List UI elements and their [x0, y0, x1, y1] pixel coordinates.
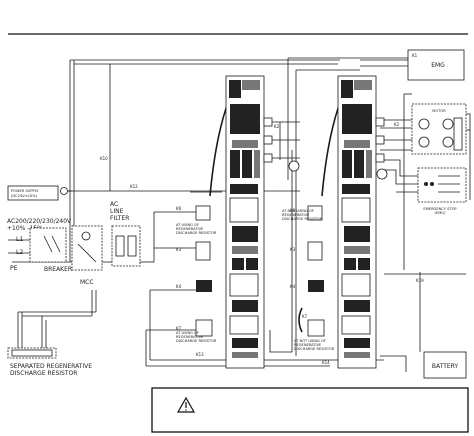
motor-panel: MOTOR — [411, 103, 467, 155]
regen-resistor-line1: SEPARATED REGENERATIVE — [10, 363, 92, 370]
note-using-regen-1-l3: DISCHARGE RESISTOR — [176, 231, 217, 235]
breaker-label: BREAKER — [44, 266, 72, 273]
note-using-regen-2-l2: REGENERATIVE — [176, 335, 204, 339]
power-supply: POWER SUPPLY (DC24V±10%) — [7, 185, 68, 201]
cable-k2: K2 — [274, 124, 280, 129]
ac-input-line2: +10% -15% — [7, 225, 43, 232]
ac-line-filter: AC LINE FILTER — [110, 201, 141, 267]
cable-k7-unit2: K7 — [302, 314, 308, 319]
emg-box: EMG — [407, 49, 465, 81]
power-supply-line1: POWER SUPPLY — [11, 189, 39, 193]
cable-k13: K13 — [196, 352, 204, 357]
cable-k12: K12 — [130, 184, 138, 189]
note-using-regen-1-l1: AT USING OF — [176, 223, 199, 227]
breaker-mcc: L1 L2 PE BREAKER MCC — [10, 225, 103, 286]
servo-drive-unit-2 — [337, 75, 377, 369]
emergency-stop-line1: EMERGENCY STOP — [423, 207, 457, 211]
regen-notes: AT USING OF REGENERATIVE DISCHARGE RESIS… — [176, 209, 335, 351]
emergency-stop-label: EMERGENCY STOP — [423, 207, 457, 211]
emg-label: EMG — [431, 62, 445, 69]
cable-k4: K4 — [176, 284, 182, 289]
ac-line-filter-line3: FILTER — [110, 215, 129, 222]
cable-k3-unit2: K3 — [290, 247, 296, 252]
warning-box — [151, 387, 469, 433]
cable-k2-unit2: K2 — [394, 122, 400, 127]
unit-2-connectors — [298, 117, 388, 337]
emergency-stop-panel: EMERGENCY STOP (EMG) — [417, 167, 467, 215]
cable-k1: K1 — [412, 53, 418, 58]
servo-drive-unit-1 — [225, 75, 265, 369]
warning-triangle-icon — [176, 396, 196, 413]
l2-label: L2 — [16, 249, 23, 256]
pe-label: PE — [10, 265, 18, 272]
ac-line-filter-line2: LINE — [110, 208, 124, 215]
note-using-regen-2-l1: AT USING OF — [176, 331, 199, 335]
power-supply-line2: (DC24V±10%) — [11, 194, 38, 198]
note-not-using-regen-2-l1: AT NOT USING OF — [294, 339, 326, 343]
cable-k3: K3 — [176, 247, 182, 252]
battery-label: BATTERY — [432, 363, 459, 370]
note-not-using-regen-2-l2: REGENERATIVE — [294, 343, 322, 347]
cable-k19: K19 — [416, 278, 424, 283]
regen-resistor: SEPARATED REGENERATIVE DISCHARGE RESISTO… — [7, 347, 92, 377]
note-using-regen-2-l3: DISCHARGE RESISTOR — [176, 339, 217, 343]
battery: BATTERY — [423, 351, 467, 379]
motor-label: MOTOR — [432, 109, 446, 113]
mcc-label: MCC — [80, 279, 94, 286]
cable-labels: K1 K2 K3 K4 K6 K7 K10 K12 K13 K14 K19 K2… — [100, 53, 424, 365]
cable-k6: K6 — [176, 206, 182, 211]
note-not-using-regen-1-l2: REGENERATIVE — [282, 213, 310, 217]
note-not-using-regen-1-l3: DISCHARGE RESISTOR — [282, 217, 323, 221]
ac-line-filter-line1: AC — [110, 201, 118, 208]
l1-label: L1 — [16, 236, 23, 243]
cable-k7: K7 — [176, 326, 182, 331]
unit-1-connectors — [195, 117, 300, 337]
note-not-using-regen-1-l1: AT NOT USING OF — [282, 209, 314, 213]
cable-k4-unit2: K4 — [290, 284, 296, 289]
regen-resistor-line2: DISCHARGE RESISTOR — [10, 370, 77, 377]
cable-k14: K14 — [322, 360, 330, 365]
ac-input-line1: AC200/220/230/240V — [7, 218, 72, 225]
cable-k10: K10 — [100, 156, 108, 161]
emergency-stop-line2: (EMG) — [435, 211, 447, 215]
note-not-using-regen-2-l3: DISCHARGE RESISTOR — [294, 347, 335, 351]
note-using-regen-1-l2: REGENERATIVE — [176, 227, 204, 231]
cable-k6-unit2: K6 — [290, 208, 296, 213]
